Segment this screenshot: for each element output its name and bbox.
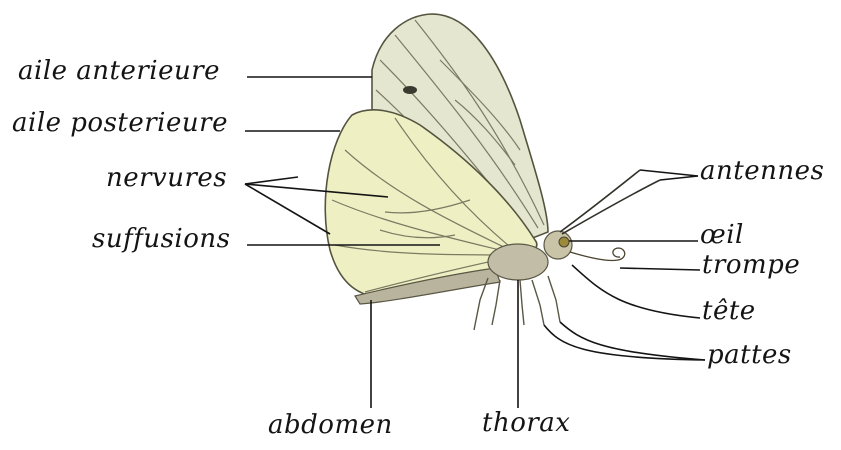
label-thorax: thorax — [482, 410, 570, 436]
label-antennes: antennes — [700, 158, 824, 184]
label-trompe: trompe — [702, 252, 800, 278]
label-tete: tête — [702, 298, 756, 324]
label-nervures: nervures — [106, 165, 227, 191]
leader-antennes-1 — [640, 170, 698, 176]
wing-spot — [403, 86, 417, 94]
label-aile-anterieure: aile anterieure — [18, 58, 220, 84]
label-abdomen: abdomen — [268, 412, 393, 438]
antenna-1 — [560, 170, 640, 232]
leader-trompe — [620, 268, 700, 270]
leader-tete — [572, 265, 700, 318]
label-oeil: œil — [700, 222, 744, 248]
leader-pattes-2 — [560, 322, 705, 360]
label-pattes: pattes — [707, 342, 792, 368]
antenna-2 — [562, 180, 660, 234]
leader-nervures-2 — [245, 184, 330, 234]
eye — [559, 237, 569, 247]
leader-antennes-2 — [660, 176, 698, 180]
label-suffusions: suffusions — [92, 226, 230, 252]
leader-nervures-3 — [245, 177, 298, 184]
label-aile-posterieure: aile posterieure — [12, 110, 228, 136]
proboscis — [570, 248, 625, 261]
leader-pattes-1 — [544, 325, 705, 360]
thorax — [488, 244, 548, 280]
